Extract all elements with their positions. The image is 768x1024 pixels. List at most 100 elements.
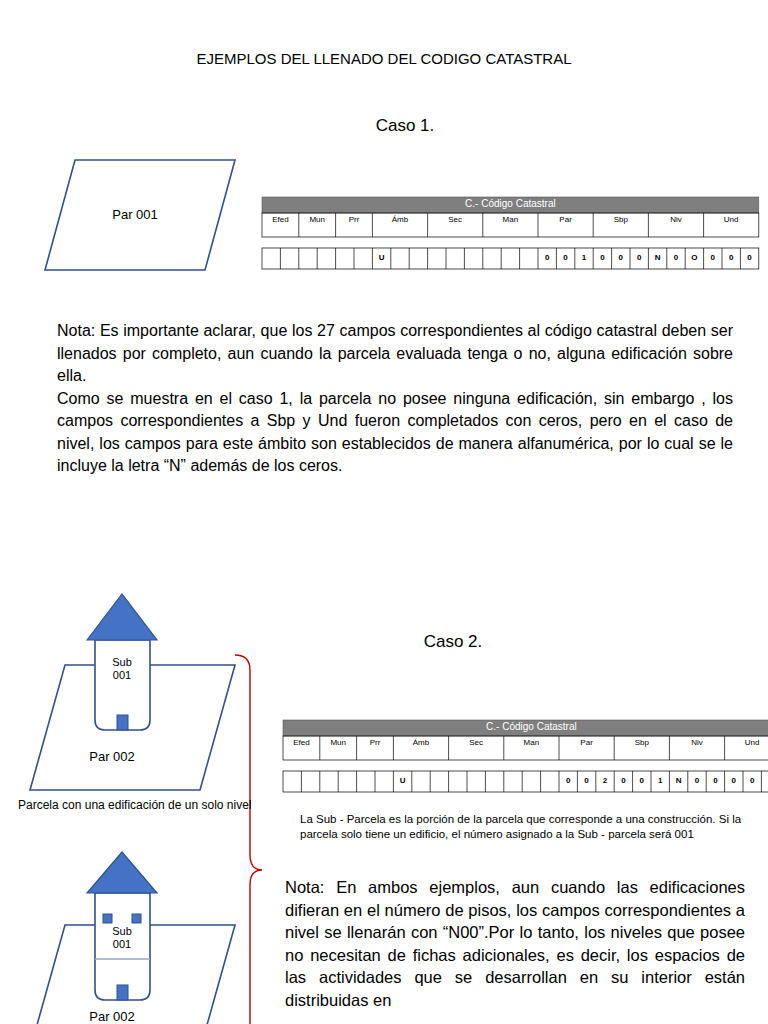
header-row xyxy=(262,213,759,237)
explanation-text: La Sub - Parcela es la porción de la par… xyxy=(300,812,745,842)
grid-line xyxy=(685,248,686,269)
grid-line xyxy=(280,248,281,269)
brace xyxy=(235,655,262,1024)
code-cell: 0 xyxy=(614,776,632,786)
grid-line xyxy=(482,248,483,269)
table-bar xyxy=(283,720,768,736)
house-window xyxy=(103,914,112,923)
grid-line xyxy=(356,736,357,760)
parcel-shape: Par 002 Sub 001 xyxy=(30,925,235,1024)
code-cell: 0 xyxy=(633,776,651,786)
grid-line xyxy=(319,771,320,792)
grid-line xyxy=(411,771,412,792)
grid-line xyxy=(522,771,523,792)
parcel-outline xyxy=(45,160,235,270)
grid-line xyxy=(614,736,615,760)
grid-line xyxy=(430,771,431,792)
grid-line xyxy=(538,213,539,237)
grid-line xyxy=(503,771,504,792)
code-cell: 0 xyxy=(556,253,574,263)
grid-line xyxy=(482,213,483,237)
code-cell: 0 xyxy=(577,776,595,786)
code-cell: N xyxy=(669,776,687,786)
grid-line xyxy=(724,771,725,792)
parcel-shape: Par 001 xyxy=(45,160,235,270)
page-title: EJEMPLOS DEL LLENADO DEL CODIGO CATASTRA… xyxy=(0,50,768,67)
subparcel-label: Sub 001 xyxy=(102,925,142,951)
column-header: Und xyxy=(704,215,759,225)
grid-line xyxy=(703,248,704,269)
grid-line xyxy=(611,248,612,269)
value-row xyxy=(262,248,759,269)
case-heading: Caso 1. xyxy=(255,116,555,136)
grid-line xyxy=(298,248,299,269)
column-header: Mun xyxy=(299,215,336,225)
parcel-label: Par 002 xyxy=(89,1009,135,1024)
table-bar xyxy=(262,197,759,213)
column-header: Ámb xyxy=(393,738,448,748)
grid-line xyxy=(446,248,447,269)
code-cell: O xyxy=(685,253,703,263)
code-cell: U xyxy=(372,253,390,263)
parcel-label: Par 001 xyxy=(112,207,158,223)
column-header: Par xyxy=(538,215,593,225)
house-body xyxy=(95,640,150,730)
grid-line xyxy=(427,213,428,237)
grid-line xyxy=(651,771,652,792)
code-cell: 0 xyxy=(706,776,724,786)
code-cell: 1 xyxy=(575,253,593,263)
code-table xyxy=(262,197,759,269)
grid-line xyxy=(540,771,541,792)
grid-line xyxy=(335,213,336,237)
caption-text: Parcela con una edificación de un solo n… xyxy=(18,797,253,813)
grid-line xyxy=(501,248,502,269)
grid-line xyxy=(648,213,649,237)
grid-line xyxy=(335,248,336,269)
code-cell: 0 xyxy=(538,253,556,263)
column-header: Sbp xyxy=(593,215,648,225)
column-header: Niv xyxy=(648,215,703,225)
grid-line xyxy=(372,248,373,269)
grid-line xyxy=(595,771,596,792)
column-header: Par xyxy=(559,738,614,748)
house-window xyxy=(132,914,141,923)
column-header: Efed xyxy=(262,215,299,225)
code-cell: 0 xyxy=(593,253,611,263)
subparcel-label: Sub 001 xyxy=(102,656,142,682)
grid-line xyxy=(372,213,373,237)
grid-line xyxy=(538,248,539,269)
house-door xyxy=(117,985,128,1000)
grid-line xyxy=(669,771,670,792)
grid-line xyxy=(761,771,762,792)
grid-line xyxy=(354,248,355,269)
grid-line xyxy=(503,736,504,760)
grid-line xyxy=(577,771,578,792)
grid-line xyxy=(427,248,428,269)
grid-line xyxy=(648,248,649,269)
grid-line xyxy=(393,771,394,792)
grid-line xyxy=(632,771,633,792)
code-cell: N xyxy=(648,253,666,263)
code-cell: 0 xyxy=(630,253,648,263)
grid-line xyxy=(687,771,688,792)
column-header: Sec xyxy=(449,738,504,748)
code-cell: 0 xyxy=(740,253,758,263)
grid-line xyxy=(559,771,560,792)
column-header: Sbp xyxy=(614,738,669,748)
subparcel-house: Sub 001 xyxy=(87,594,157,731)
grid-line xyxy=(593,213,594,237)
grid-line xyxy=(464,248,465,269)
grid-line xyxy=(556,248,557,269)
column-header: Und xyxy=(725,738,768,748)
grid-line xyxy=(706,771,707,792)
grid-line xyxy=(630,248,631,269)
code-cell: 2 xyxy=(596,776,614,786)
grid-line xyxy=(298,213,299,237)
parcel-shape: Par 002Sub 001 xyxy=(30,665,235,790)
code-cell: 0 xyxy=(722,253,740,263)
grid-line xyxy=(722,248,723,269)
grid-line xyxy=(448,736,449,760)
grid-line xyxy=(317,248,318,269)
grid-line xyxy=(666,248,667,269)
parcel-label: Par 002 xyxy=(89,749,135,765)
